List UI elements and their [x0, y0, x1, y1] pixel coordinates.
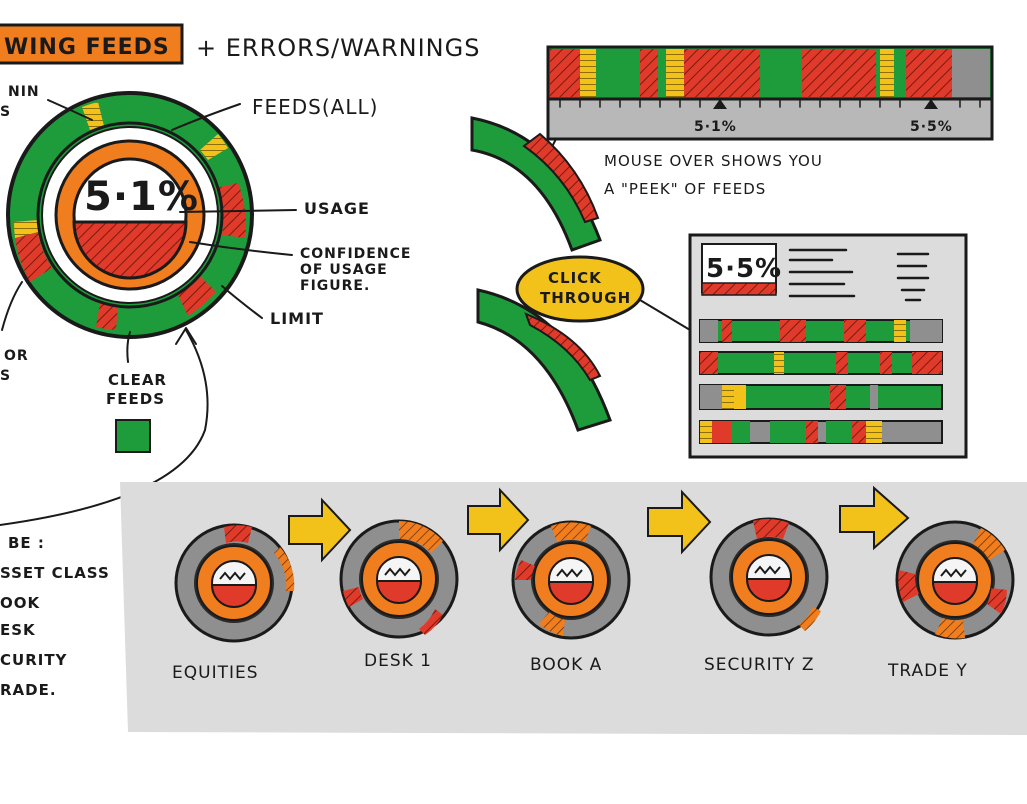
- gauge-segment-red-3: [96, 303, 118, 330]
- intro-line-2: SSET CLASS: [0, 564, 110, 582]
- label-confidence-2: OF USAGE: [300, 262, 388, 278]
- label-left-mid-2: S: [0, 368, 11, 384]
- gauge-inner-track: [36, 121, 224, 309]
- level-gauge-desk: [339, 519, 459, 639]
- timeline-ruler: [546, 97, 994, 141]
- gauge-value: 5·1%: [84, 174, 199, 220]
- level-label-trade: TRADE Y: [887, 661, 968, 681]
- level-gauge-security: [709, 517, 829, 637]
- level-label-desk: DESK 1: [364, 651, 432, 671]
- zoom-arc-top: [470, 116, 602, 252]
- timeline-marker-2: 5·5%: [910, 119, 953, 135]
- callout-clear: [126, 331, 131, 363]
- level-label-book: BOOK A: [530, 655, 602, 675]
- level-label-security: SECURITY Z: [704, 655, 815, 675]
- popup-value: 5·5%: [706, 254, 782, 284]
- intro-line-5: CURITY: [0, 651, 68, 669]
- drilldown-panel: BE : SSET CLASS OOK ESK CURITY RADE.: [0, 482, 1027, 735]
- drilldown-intro: BE : SSET CLASS OOK ESK CURITY RADE.: [0, 534, 110, 699]
- gauge-segment-red-2: [15, 232, 52, 282]
- popup-row-2: [699, 351, 943, 375]
- intro-line-1: BE :: [8, 534, 45, 552]
- gauge-segment-red-4: [178, 276, 216, 316]
- timeline-seg-red-5: [906, 49, 952, 97]
- timeline-seg-red-4: [802, 49, 876, 97]
- intro-line-3: OOK: [0, 594, 41, 612]
- timeline: 5·1% 5·5% MOUSE OVER SHOWS YOU A "PEEK" …: [544, 45, 994, 198]
- drilldown-arrow-curve: [0, 329, 209, 526]
- marker-triangle-2: [924, 99, 938, 109]
- title-highlight-box: [0, 23, 184, 65]
- timeline-seg-red-2: [640, 49, 658, 97]
- timeline-marker-1: 5·1%: [694, 119, 737, 135]
- zoom-arc-bottom: [476, 288, 612, 432]
- callout-limit: [221, 285, 263, 319]
- label-usage: USAGE: [304, 199, 370, 218]
- level-arrow-2: [467, 487, 530, 553]
- callout-confidence: [189, 241, 293, 256]
- timeline-seg-yellow-1: [580, 49, 596, 97]
- header: WING FEEDS + ERRORS/WARNINGS: [0, 23, 480, 65]
- timeline-seg-yellow-2: [666, 49, 684, 97]
- timeline-note-1: MOUSE OVER SHOWS YOU: [604, 152, 823, 170]
- label-clear-1: CLEAR: [108, 371, 167, 389]
- timeline-seg-red-1: [550, 49, 580, 97]
- timeline-seg-grey: [952, 49, 990, 97]
- gauge-confidence-fill: [72, 220, 188, 280]
- level-arrow-1: [288, 497, 352, 563]
- label-left-top-2: S: [0, 104, 11, 120]
- main-gauge: 5·1%: [6, 91, 254, 339]
- marker-triangle-1: [713, 99, 727, 109]
- clear-feeds-swatch: [115, 419, 151, 453]
- gauge-segment-yellow-2: [13, 220, 39, 238]
- ruler-ticks: [559, 98, 981, 108]
- label-feeds-all: FEEDS(ALL): [252, 95, 378, 119]
- label-confidence-1: CONFIDENCE: [300, 246, 411, 262]
- drilldown-arrow-head: [175, 327, 197, 345]
- level-label-equities: EQUITIES: [172, 663, 259, 683]
- label-left-mid-1: OR: [4, 348, 29, 364]
- callout-left-mid: [1, 281, 23, 331]
- level-gauge-equities: [174, 523, 295, 643]
- intro-line-6: RADE.: [0, 681, 57, 699]
- click-label-2: THROUGH: [540, 289, 631, 307]
- label-left-top-1: NIN: [8, 84, 40, 100]
- click-label-1: CLICK: [548, 269, 602, 287]
- timeline-seg-yellow-3: [880, 49, 894, 97]
- popup-text-lines: [788, 248, 930, 302]
- timeline-note-2: A "PEEK" OF FEEDS: [604, 180, 766, 198]
- level-arrow-3: [647, 489, 712, 555]
- label-limit: LIMIT: [270, 309, 324, 328]
- title-rest: + ERRORS/WARNINGS: [196, 34, 480, 62]
- timeline-seg-red-3: [684, 49, 760, 97]
- gauge-segment-yellow-3: [200, 134, 228, 160]
- gauge-callouts: NIN S FEEDS(ALL) USAGE CONFIDENCE OF USA…: [0, 84, 411, 526]
- intro-line-4: ESK: [0, 621, 36, 639]
- gauge-segment-yellow-1: [82, 102, 104, 130]
- level-arrow-4: [839, 485, 910, 551]
- callout-feeds-all: [171, 103, 241, 131]
- popup-value-underline: [701, 282, 777, 296]
- click-through-bubble: CLICK THROUGH: [515, 255, 691, 331]
- click-connector: [639, 299, 691, 331]
- title-highlight: WING FEEDS: [4, 35, 170, 60]
- level-gauge-trade: [895, 520, 1015, 640]
- callout-left-top: [47, 99, 93, 121]
- label-clear-2: FEEDS: [106, 390, 165, 408]
- callout-usage: [179, 209, 297, 213]
- level-gauge-book: [511, 520, 631, 640]
- detail-popup: 5·5%: [688, 233, 968, 459]
- label-confidence-3: FIGURE.: [300, 278, 370, 294]
